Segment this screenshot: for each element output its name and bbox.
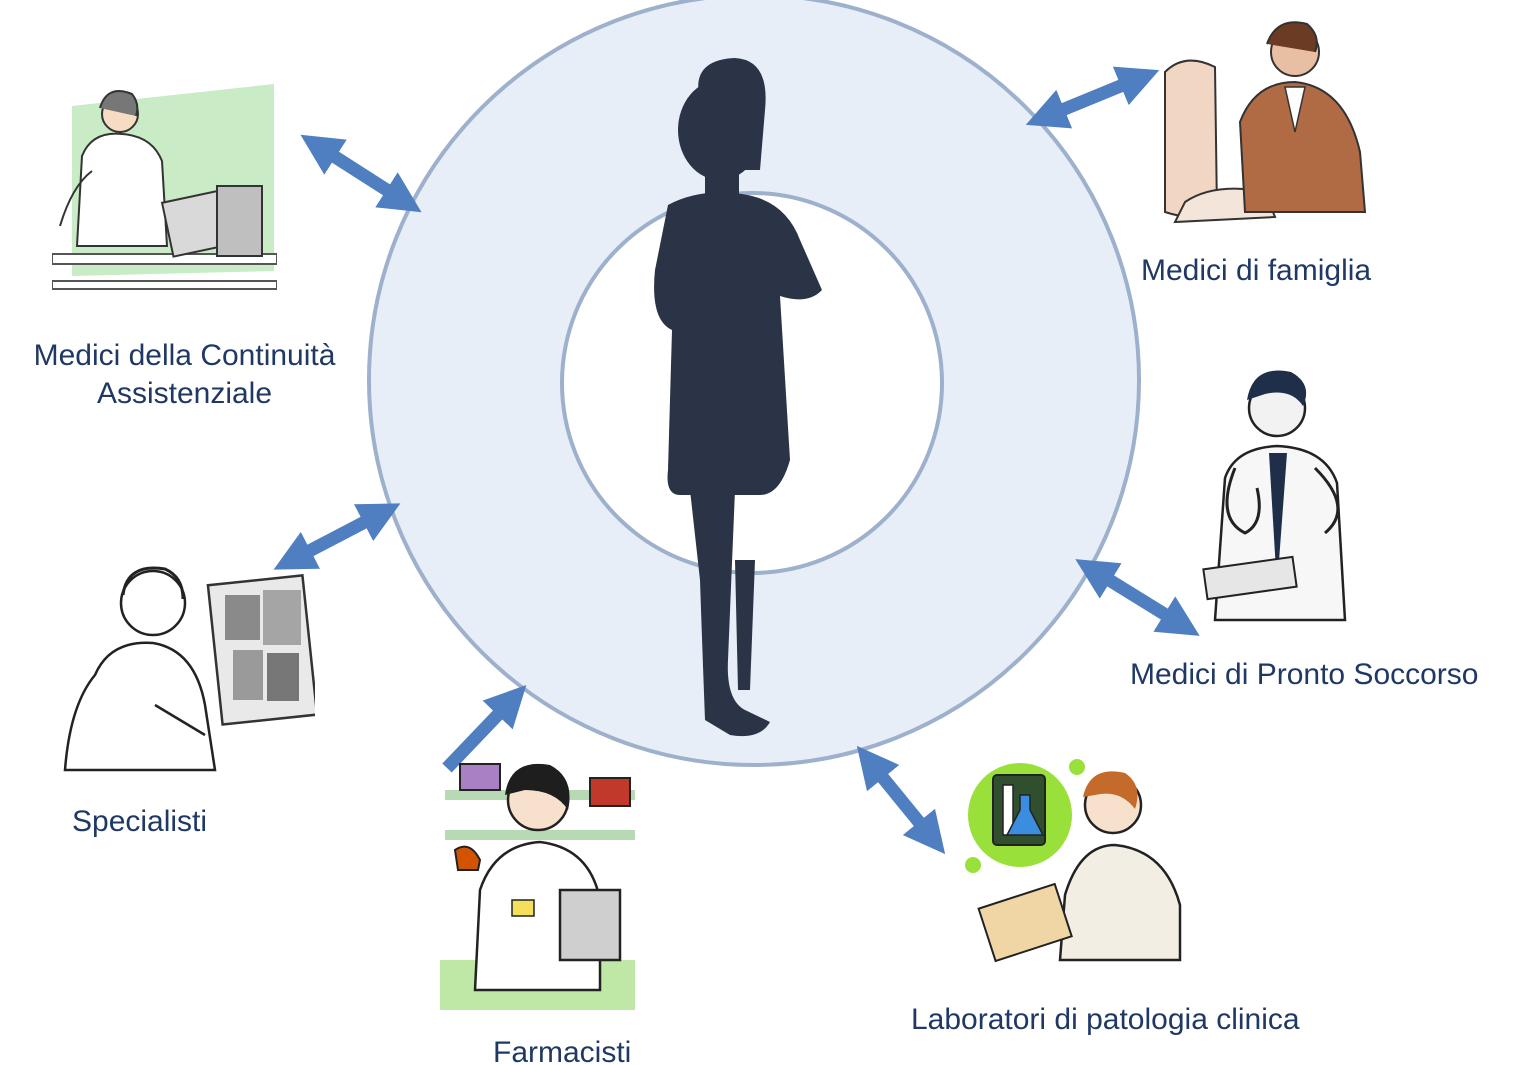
arrow-specialisti: [273, 503, 401, 570]
person-silhouette-icon: [654, 58, 822, 737]
arrow-continuita: [300, 134, 422, 213]
label-continuita-line2: Assistenziale: [96, 377, 273, 410]
label-specialisti: Specialisti: [72, 805, 208, 838]
arrow-laboratori: [856, 745, 946, 855]
specialist-xray-icon: [63, 566, 315, 772]
doctor-at-desk-icon: [1164, 21, 1367, 224]
doctor-with-stethoscope-icon: [1202, 370, 1347, 622]
label-famiglia: Medici di famiglia: [1141, 254, 1372, 287]
label-laboratori: Laboratori di patologia clinica: [911, 1003, 1300, 1036]
label-farmacisti: Farmacisti: [493, 1036, 632, 1065]
pharmacist-icon: [440, 763, 635, 1010]
doctor-at-computer-icon: [52, 84, 277, 290]
arrow-pronto-soccorso: [1075, 559, 1200, 636]
arrow-farmacisti: [442, 684, 527, 773]
label-continuita-line1: Medici della Continuità: [33, 339, 336, 372]
arrow-famiglia: [1025, 66, 1160, 129]
label-continuita: Medici della Continuità Assistenziale: [7, 337, 362, 413]
label-pronto-soccorso: Medici di Pronto Soccorso: [1130, 658, 1479, 691]
lab-technician-icon: [965, 759, 1182, 963]
